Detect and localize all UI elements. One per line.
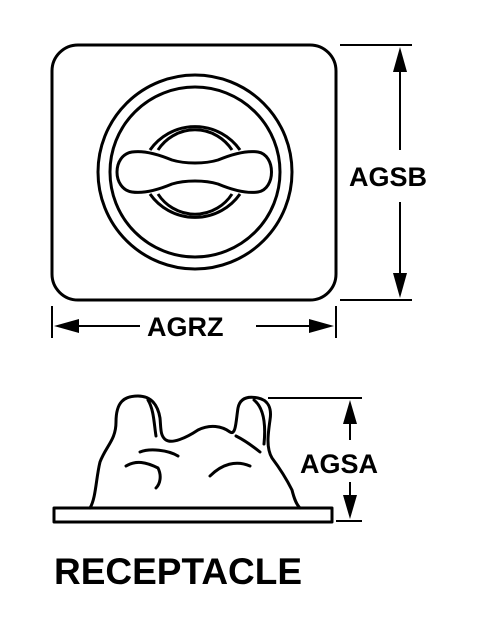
wrinkle-right xyxy=(208,461,252,478)
plate-outline xyxy=(50,43,338,302)
wrinkle-center xyxy=(138,448,180,458)
arrow-down-side-icon xyxy=(343,495,357,519)
agsb-label: AGSB xyxy=(349,162,427,192)
dimension-agrz xyxy=(51,306,337,338)
top-view xyxy=(50,43,338,302)
arrow-up-side-icon xyxy=(343,400,357,424)
right-ear-fold xyxy=(252,398,267,446)
arrow-left-icon xyxy=(54,319,79,333)
stud-edge-top xyxy=(156,128,234,151)
arrow-right-icon xyxy=(309,319,334,333)
stud-arc-bottom xyxy=(148,193,242,219)
agsa-label: AGSA xyxy=(300,449,378,479)
key-slot xyxy=(115,150,273,194)
outer-ring xyxy=(96,73,294,271)
dimension-agsb xyxy=(340,44,412,301)
stud-arc-top xyxy=(148,125,242,151)
side-view xyxy=(52,394,334,524)
drawing-title: RECEPTACLE xyxy=(54,551,302,592)
receptacle-body xyxy=(88,394,302,510)
stud-edge-bottom xyxy=(156,193,234,216)
arrow-up-icon xyxy=(393,47,407,72)
dimension-agsa xyxy=(268,397,362,522)
arrow-down-icon xyxy=(393,273,407,298)
base-plate xyxy=(52,506,334,524)
left-ear-fold xyxy=(146,398,158,438)
agrz-label: AGRZ xyxy=(147,312,224,342)
inner-contour-right xyxy=(234,434,262,454)
wrinkle-left xyxy=(124,460,162,490)
inner-ring xyxy=(108,85,282,259)
